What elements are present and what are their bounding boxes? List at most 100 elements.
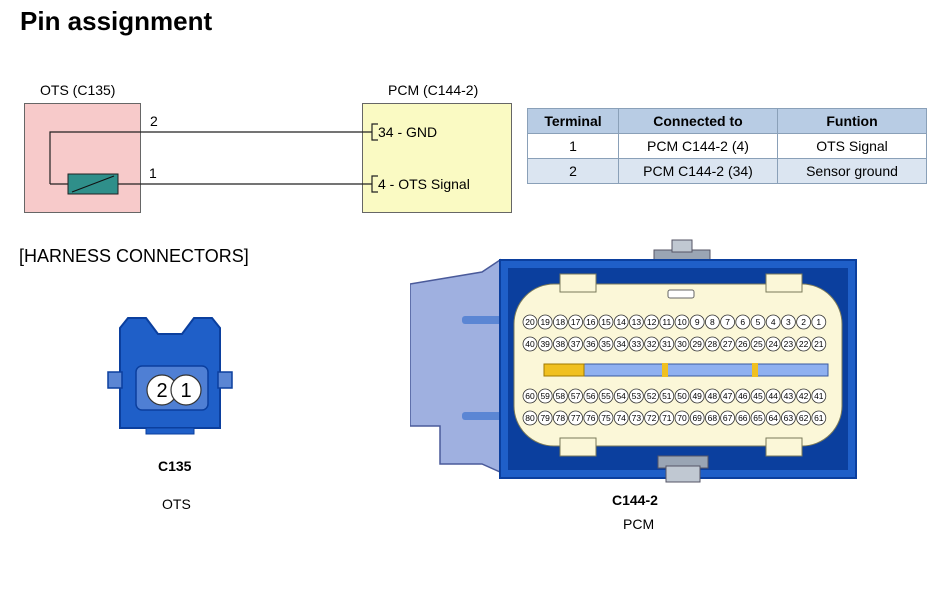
c144-pin-circle xyxy=(780,336,796,352)
c144-pin-label: 41 xyxy=(814,391,824,401)
c144-pin-label: 42 xyxy=(799,391,809,401)
c144-pin-circle xyxy=(796,388,812,404)
c144-pin-label: 62 xyxy=(799,413,809,423)
c144-pin-label: 16 xyxy=(586,317,596,327)
c144-pin-circle xyxy=(598,388,614,404)
harness-heading: [HARNESS CONNECTORS] xyxy=(19,246,249,266)
c144-pin-label: 26 xyxy=(738,339,748,349)
c144-pin-circle xyxy=(765,410,781,426)
c144-pin-label: 37 xyxy=(571,339,581,349)
c144-pin-circle xyxy=(735,388,751,404)
c144-pin-circle xyxy=(537,388,553,404)
c144-pin-label: 75 xyxy=(601,413,611,423)
c144-pin-circle xyxy=(735,314,751,330)
c144-pin-label: 39 xyxy=(540,339,550,349)
c144-pin-label: 70 xyxy=(677,413,687,423)
c135-connector: 2 1 xyxy=(107,317,233,435)
pcm-label: PCM (C144-2) xyxy=(388,82,479,98)
c144-pin-circle xyxy=(552,410,568,426)
c144-pin-circle xyxy=(704,410,720,426)
c135-title: C135 xyxy=(158,458,192,474)
c144-pin-label: 9 xyxy=(695,317,700,327)
wiring-diagram xyxy=(49,123,378,195)
c144-pin-label: 21 xyxy=(814,339,824,349)
c144-pin-circle xyxy=(613,388,629,404)
c144-pin-circle xyxy=(583,410,599,426)
c144-pin-label: 10 xyxy=(677,317,687,327)
pcm-pin-4-bracket xyxy=(371,175,378,193)
c144-pin-circle xyxy=(735,410,751,426)
c144-pin-label: 49 xyxy=(692,391,702,401)
c144-pin-label: 79 xyxy=(540,413,550,423)
c144-pin-circle xyxy=(674,388,690,404)
table-cell: 1 xyxy=(527,133,619,159)
c144-pin-label: 68 xyxy=(708,413,718,423)
page-title: Pin assignment xyxy=(20,6,213,36)
c144-pin-label: 27 xyxy=(723,339,733,349)
c144-pin-label: 31 xyxy=(662,339,672,349)
c144-pin-label: 14 xyxy=(616,317,626,327)
c144-pin-label: 52 xyxy=(647,391,657,401)
c144-pin-label: 65 xyxy=(753,413,763,423)
table-cell: PCM C144-2 (4) xyxy=(618,133,778,159)
c144-pin-label: 33 xyxy=(632,339,642,349)
c144-pin-circle xyxy=(689,336,705,352)
c144-2-title: C144-2 xyxy=(612,492,658,508)
c144-pin-label: 61 xyxy=(814,413,824,423)
c144-pin-label: 23 xyxy=(784,339,794,349)
c144-pin-circle xyxy=(811,336,827,352)
c144-pin-label: 13 xyxy=(632,317,642,327)
c144-pin-circle xyxy=(780,388,796,404)
c144-pin-circle xyxy=(704,336,720,352)
c144-pin-circle xyxy=(659,410,675,426)
c144-pin-circle xyxy=(613,336,629,352)
c144-pin-circle xyxy=(689,388,705,404)
c144-pin-circle xyxy=(735,336,751,352)
c144-pin-circle xyxy=(522,314,538,330)
c144-pin-label: 5 xyxy=(756,317,761,327)
c144-pin-circle xyxy=(704,314,720,330)
c144-pin-label: 67 xyxy=(723,413,733,423)
pcm-pin-34-bracket xyxy=(371,123,378,141)
c144-pin-circle xyxy=(568,410,584,426)
c144-pin-label: 3 xyxy=(786,317,791,327)
table-cell: Sensor ground xyxy=(777,158,927,184)
c144-pin-circle xyxy=(628,314,644,330)
c144-pin-label: 7 xyxy=(725,317,730,327)
c144-pin-label: 40 xyxy=(525,339,535,349)
table-cell: 2 xyxy=(527,158,619,184)
c144-pin-label: 64 xyxy=(768,413,778,423)
c144-pin-label: 47 xyxy=(723,391,733,401)
c144-pin-circle xyxy=(537,410,553,426)
c144-pin-label: 63 xyxy=(784,413,794,423)
c144-pin-label: 43 xyxy=(784,391,794,401)
c144-pin-circle xyxy=(644,314,660,330)
pcm-pin-signal-label: 4 - OTS Signal xyxy=(378,176,470,192)
c144-pin-label: 72 xyxy=(647,413,657,423)
c144-pin-circle xyxy=(750,336,766,352)
c144-pin-circle xyxy=(628,336,644,352)
c144-pin-label: 76 xyxy=(586,413,596,423)
c144-pin-circle xyxy=(568,314,584,330)
c144-pin-circle xyxy=(522,388,538,404)
c144-pin-label: 19 xyxy=(540,317,550,327)
c144-pin-circle xyxy=(780,410,796,426)
c144-pin-label: 54 xyxy=(616,391,626,401)
c144-pin-circle xyxy=(568,388,584,404)
c144-pin-circle xyxy=(522,336,538,352)
c144-pin-circle xyxy=(659,388,675,404)
c144-pin-circle xyxy=(644,410,660,426)
c144-pin-label: 12 xyxy=(647,317,657,327)
c144-pin-circle xyxy=(628,388,644,404)
c144-pin-circle xyxy=(674,410,690,426)
c144-pin-label: 25 xyxy=(753,339,763,349)
c144-pin-label: 36 xyxy=(586,339,596,349)
c144-pin-label: 57 xyxy=(571,391,581,401)
table-row: 1 PCM C144-2 (4) OTS Signal xyxy=(527,133,927,159)
c144-pin-label: 34 xyxy=(616,339,626,349)
c144-pin-circle xyxy=(689,314,705,330)
c144-pin-circle xyxy=(750,410,766,426)
c144-pin-label: 20 xyxy=(525,317,535,327)
wire-1-label: 1 xyxy=(149,165,157,181)
